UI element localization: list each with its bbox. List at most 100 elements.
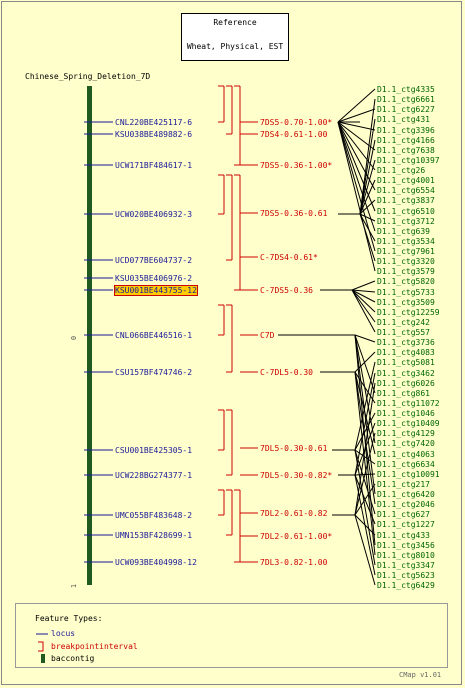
correspondence-line bbox=[351, 289, 376, 313]
bar-icon bbox=[41, 654, 45, 663]
reference-title: Reference bbox=[213, 18, 257, 27]
contig-label[interactable]: D1.1_ctg3347 bbox=[377, 561, 435, 570]
reference-map-box[interactable]: Reference Wheat, Physical, EST bbox=[181, 13, 289, 61]
breakpoint-label[interactable]: 7DS5-0.70-1.00* bbox=[260, 118, 333, 127]
correspondence-line bbox=[354, 449, 376, 465]
locus-label[interactable]: KSU001BE443755-12 bbox=[114, 285, 198, 296]
contig-label[interactable]: D1.1_ctg557 bbox=[377, 328, 430, 337]
contig-label[interactable]: D1.1_ctg242 bbox=[377, 318, 430, 327]
contig-label[interactable]: D1.1_ctg3712 bbox=[377, 217, 435, 226]
locus-label[interactable]: CNL066BE446516-1 bbox=[115, 331, 193, 340]
breakpoint-label[interactable]: 7DL2-0.61-1.00* bbox=[260, 532, 333, 541]
correspondence-line bbox=[359, 213, 376, 222]
correspondence-line bbox=[337, 121, 376, 151]
contig-label[interactable]: D1.1_ctg433 bbox=[377, 531, 430, 540]
locus-label[interactable]: CSU157BF474746-2 bbox=[115, 368, 193, 377]
contig-label[interactable]: D1.1_ctg6634 bbox=[377, 460, 435, 469]
legend-item-breakpointinterval: breakpointinterval bbox=[51, 642, 138, 651]
contig-label[interactable]: D1.1_ctg10409 bbox=[377, 419, 440, 428]
contig-label[interactable]: D1.1_ctg3462 bbox=[377, 369, 435, 378]
contig-label[interactable]: D1.1_ctg4335 bbox=[377, 85, 435, 94]
contig-label[interactable]: D1.1_ctg7961 bbox=[377, 247, 435, 256]
contig-label[interactable]: D1.1_ctg3579 bbox=[377, 267, 435, 276]
contig-label[interactable]: D1.1_ctg7638 bbox=[377, 146, 435, 155]
contig-label[interactable]: D1.1_ctg26 bbox=[377, 166, 426, 175]
correspondence-line bbox=[337, 121, 376, 272]
contig-label[interactable]: D1.1_ctg6420 bbox=[377, 490, 435, 499]
contig-label[interactable]: D1.1_ctg3534 bbox=[377, 237, 435, 246]
contig-label[interactable]: D1.1_ctg6227 bbox=[377, 105, 435, 114]
contig-label[interactable]: D1.1_ctg3736 bbox=[377, 338, 435, 347]
locus-label[interactable]: UMC055BF483648-2 bbox=[115, 511, 193, 520]
contig-label[interactable]: D1.1_ctg5733 bbox=[377, 288, 435, 297]
correspondence-line bbox=[354, 514, 376, 586]
contig-label[interactable]: D1.1_ctg4063 bbox=[377, 450, 435, 459]
legend-item-baccontig: baccontig bbox=[51, 654, 95, 663]
correspondence-line bbox=[337, 88, 376, 123]
breakpoint-label[interactable]: 7DS5-0.36-0.61 bbox=[260, 209, 328, 218]
contig-label[interactable]: D1.1_ctg4166 bbox=[377, 136, 435, 145]
correspondence-line bbox=[359, 118, 376, 215]
contig-label[interactable]: D1.1_ctg8010 bbox=[377, 551, 435, 560]
correspondence-line bbox=[354, 473, 376, 476]
contig-label[interactable]: D1.1_ctg3456 bbox=[377, 541, 435, 550]
locus-label[interactable]: UCD077BE604737-2 bbox=[115, 256, 193, 265]
contig-label[interactable]: D1.1_ctg2046 bbox=[377, 500, 435, 509]
contig-label[interactable]: D1.1_ctg3837 bbox=[377, 196, 435, 205]
breakpoint-label[interactable]: 7DS5-0.36-1.00* bbox=[260, 161, 333, 170]
locus-label[interactable]: KSU038BE489882-6 bbox=[115, 130, 193, 139]
breakpoint-label[interactable]: C-7DS5-0.36 bbox=[260, 286, 313, 295]
correspondence-line bbox=[351, 280, 376, 291]
contig-label[interactable]: D1.1_ctg1046 bbox=[377, 409, 435, 418]
contig-label[interactable]: D1.1_ctg217 bbox=[377, 480, 430, 489]
contig-label[interactable]: D1.1_ctg10091 bbox=[377, 470, 440, 479]
correspondence-line bbox=[354, 334, 376, 495]
bracket-icon bbox=[38, 641, 44, 652]
locus-label[interactable]: UCW020BE406932-3 bbox=[115, 210, 193, 219]
breakpoint-label[interactable]: 7DS4-0.61-1.00 bbox=[260, 130, 328, 139]
breakpoint-label[interactable]: 7DL3-0.82-1.00 bbox=[260, 558, 328, 567]
contig-label[interactable]: D1.1_ctg861 bbox=[377, 389, 430, 398]
contig-label[interactable]: D1.1_ctg4129 bbox=[377, 429, 435, 438]
contig-label[interactable]: D1.1_ctg627 bbox=[377, 510, 430, 519]
breakpoint-label[interactable]: C-7DL5-0.30 bbox=[260, 368, 313, 377]
locus-label[interactable]: UMN153BF428699-1 bbox=[115, 531, 193, 540]
locus-label[interactable]: UCW171BF484617-1 bbox=[115, 161, 193, 170]
locus-label[interactable]: UCW228BG274377-1 bbox=[115, 471, 193, 480]
contig-label[interactable]: D1.1_ctg3396 bbox=[377, 126, 435, 135]
contig-label[interactable]: D1.1_ctg10397 bbox=[377, 156, 440, 165]
locus-label[interactable]: CNL220BE425117-6 bbox=[115, 118, 193, 127]
contig-label[interactable]: D1.1_ctg431 bbox=[377, 115, 430, 124]
contig-label[interactable]: D1.1_ctg4083 bbox=[377, 348, 435, 357]
breakpoint-label[interactable]: 7DL2-0.61-0.82 bbox=[260, 509, 328, 518]
contig-label[interactable]: D1.1_ctg11072 bbox=[377, 399, 440, 408]
contig-label[interactable]: D1.1_ctg6510 bbox=[377, 207, 435, 216]
correspondence-line bbox=[359, 199, 376, 215]
contig-label[interactable]: D1.1_ctg6429 bbox=[377, 581, 435, 590]
contig-label[interactable]: D1.1_ctg6554 bbox=[377, 186, 435, 195]
locus-label[interactable]: CSU001BE425305-1 bbox=[115, 446, 193, 455]
locus-label[interactable]: KSU035BE406976-2 bbox=[115, 274, 193, 283]
breakpoint-label[interactable]: 7DL5-0.30-0.82* bbox=[260, 471, 333, 480]
breakpoint-label[interactable]: 7DL5-0.30-0.61 bbox=[260, 444, 328, 453]
correspondence-line bbox=[354, 449, 376, 566]
contig-label[interactable]: D1.1_ctg1227 bbox=[377, 520, 435, 529]
contig-label[interactable]: D1.1_ctg5623 bbox=[377, 571, 435, 580]
breakpoint-label[interactable]: C-7DS4-0.61* bbox=[260, 253, 318, 262]
contig-label[interactable]: D1.1_ctg7420 bbox=[377, 439, 435, 448]
footer-version: CMap v1.01 bbox=[399, 671, 442, 679]
contig-label[interactable]: D1.1_ctg3320 bbox=[377, 257, 435, 266]
contig-label[interactable]: D1.1_ctg12259 bbox=[377, 308, 440, 317]
contig-label[interactable]: D1.1_ctg5081 bbox=[377, 358, 435, 367]
locus-label[interactable]: UCW093BE404998-12 bbox=[115, 558, 197, 567]
breakpoint-label[interactable]: C7D bbox=[260, 331, 275, 340]
contig-label[interactable]: D1.1_ctg5820 bbox=[377, 277, 435, 286]
correspondence-line bbox=[354, 474, 376, 525]
map-title[interactable]: Chinese_Spring_Deletion_7D bbox=[25, 72, 151, 81]
contig-label[interactable]: D1.1_ctg639 bbox=[377, 227, 430, 236]
contig-label[interactable]: D1.1_ctg6026 bbox=[377, 379, 435, 388]
contig-label[interactable]: D1.1_ctg6661 bbox=[377, 95, 435, 104]
contig-label[interactable]: D1.1_ctg4001 bbox=[377, 176, 435, 185]
contig-label[interactable]: D1.1_ctg3509 bbox=[377, 298, 435, 307]
